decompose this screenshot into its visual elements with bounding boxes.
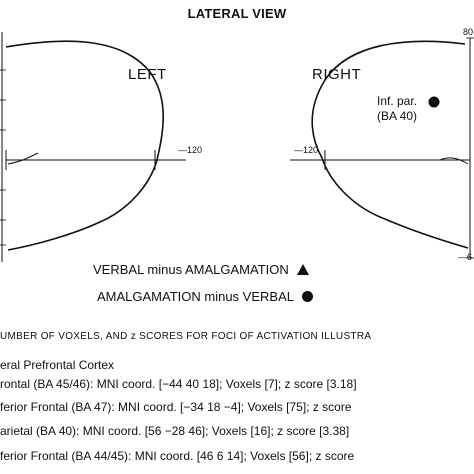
focus-annotation: Inf. par. (BA 40) <box>377 94 417 124</box>
figure-title: LATERAL VIEW <box>187 6 287 21</box>
triangle-icon <box>296 264 309 275</box>
left-hemisphere-outline <box>5 40 165 251</box>
focus-annotation-line2: (BA 40) <box>377 109 418 123</box>
left-axis-ticks <box>0 69 6 246</box>
right-hemisphere-outline <box>311 40 469 249</box>
legend-item-verbal: VERBAL minus AMALGAMATION <box>93 262 309 277</box>
legend-item-amalgamation-label: AMALGAMATION minus VERBAL <box>97 289 294 304</box>
right-axis-ticks <box>466 37 474 259</box>
focus-circle-marker <box>428 96 440 108</box>
legend-item-verbal-label: VERBAL minus AMALGAMATION <box>93 262 289 277</box>
focus-annotation-line1: Inf. par. <box>377 94 418 108</box>
right-hemisphere-label: RIGHT <box>312 66 362 83</box>
top-right-tick-label: 80 <box>463 27 474 37</box>
table-row: arietal (BA 40): MNI coord. [56 −28 46];… <box>0 424 350 438</box>
bottom-right-tick-label: —6 <box>458 252 473 262</box>
table-title: UMBER OF VOXELS, AND z SCORES FOR FOCI O… <box>0 331 372 342</box>
right-midline-tick-label: —120 <box>294 145 319 155</box>
table-row: ferior Frontal (BA 44/45): MNI coord. [4… <box>0 449 355 463</box>
left-midline-tick-label: —120 <box>178 145 203 155</box>
left-hemisphere-label: LEFT <box>128 66 167 83</box>
legend-item-amalgamation: AMALGAMATION minus VERBAL <box>97 289 313 304</box>
left-temporal-detail <box>7 152 39 165</box>
table-row: rontal (BA 45/46): MNI coord. [−44 40 18… <box>0 377 357 391</box>
right-temporal-detail <box>439 157 469 165</box>
table-row: ferior Frontal (BA 47): MNI coord. [−34 … <box>0 400 352 414</box>
table-row: eral Prefrontal Cortex <box>0 358 115 372</box>
circle-icon <box>301 291 313 302</box>
